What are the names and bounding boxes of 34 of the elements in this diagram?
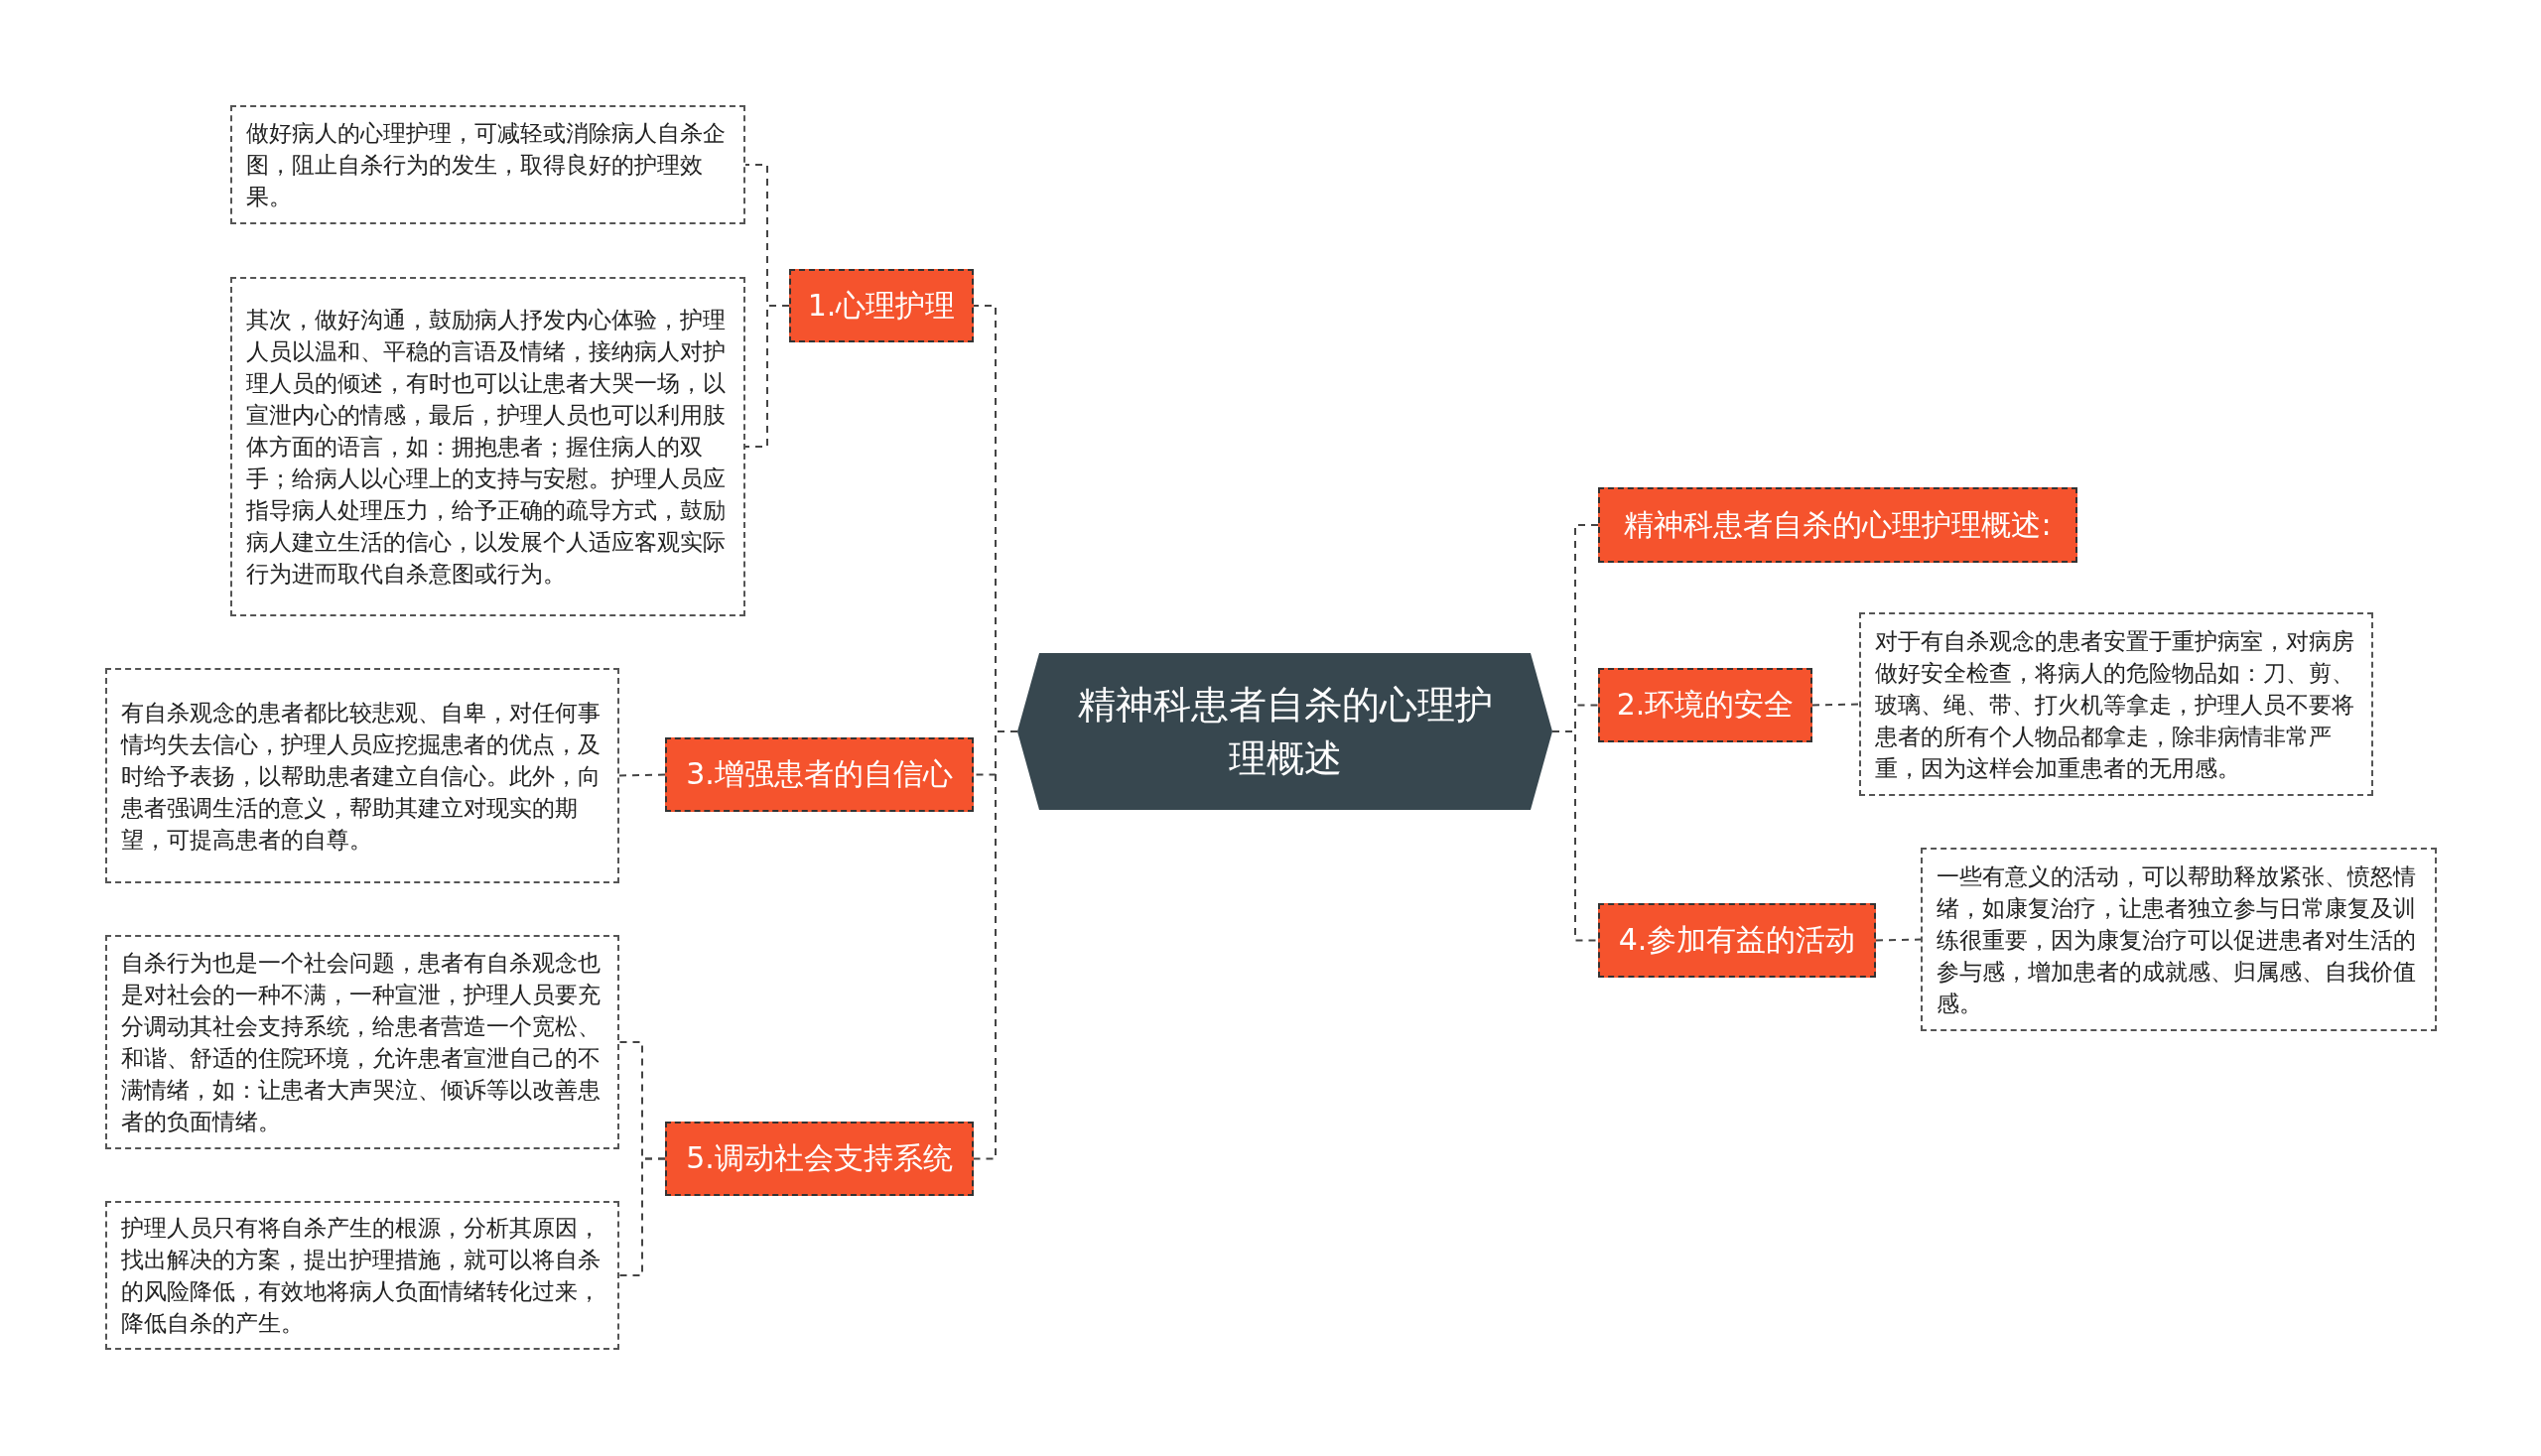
connector-line (744, 305, 790, 448)
note-box (105, 935, 619, 1149)
note-text: 对于有自杀观念的患者安置于重护病室，对病房做好安全检查，将病人的危险物品如：刀、剪、玻璃、绳、带、打火机等拿走，护理人员不要将患者的所有个人物品都拿走，除非病情非常严重，因为这样会加重患者的无用感。 (1875, 626, 2355, 783)
connector-line (618, 773, 666, 777)
connector-line (1811, 703, 1860, 707)
topic-label: 精神科患者自杀的心理护理概述: (1624, 505, 2052, 544)
topic-label: 2.环境的安全 (1616, 686, 1795, 724)
topic-box (1598, 668, 1812, 742)
topic-box (1598, 487, 2077, 563)
topic-box (1598, 903, 1876, 978)
topic-label: 3.增强患者的自信心 (686, 755, 953, 793)
note-box (230, 277, 745, 616)
topic-box (665, 1122, 974, 1196)
note-text: 一些有意义的活动，可以帮助释放紧张、愤怒情绪，如康复治疗，让患者独立参与日常康复及训练很重要，因为康复治疗可以促进患者对生活的参与感，增加患者的成就感、归属感、自我价值感。 (1937, 861, 2417, 1018)
note-text: 自杀行为也是一个社会问题，患者有自杀观念也是对社会的一种不满，一种宣泄，护理人员要充分调动其社会支持系统，给患者营造一个宽松、和谐、舒适的住院环境，允许患者宣泄自己的不满情绪，如：让患者大声哭泣、倾诉等以改善患者的负面情绪。 (121, 949, 602, 1136)
note-box (105, 1201, 619, 1350)
connector-line (618, 1157, 666, 1276)
central-topic-label: 精神科患者自杀的心理护理概述 (1076, 682, 1494, 782)
note-text: 护理人员只有将自杀产生的根源，分析其原因，找出解决的方案，提出护理措施，就可以将自杀的风险降低，有效地将病人负面情绪转化过来，降低自杀的产生。 (121, 1214, 602, 1338)
central-topic-hexagon (1017, 653, 1552, 810)
topic-label: 5.调动社会支持系统 (686, 1139, 953, 1177)
connector-line (1551, 730, 1599, 942)
note-box (230, 105, 745, 224)
topic-label: 4.参加有益的活动 (1618, 921, 1856, 959)
note-box (1921, 848, 2437, 1031)
note-text: 做好病人的心理护理，可减轻或消除病人自杀企图，阻止自杀行为的发生，取得良好的护理效果。 (246, 119, 727, 211)
connector-line (1875, 938, 1922, 942)
topic-box (665, 737, 974, 812)
note-box (1859, 612, 2373, 796)
note-text: 其次，做好沟通，鼓励病人抒发内心体验，护理人员以温和、平稳的言语及情绪，接纳病人对护理人员的倾述，有时也可以让患者大哭一场，以宣泄内心的情感，最后，护理人员也可以利用肢体方面的语言，如：拥抱患者；握住病人的双手；给病人以心理上的支持与安慰。护理人员应指导病人处理压力，给予正确的疏导方式，鼓励病人建立生活的信心，以发展个人适应客观实际行为进而取代自杀意图或行为。 (246, 306, 727, 589)
note-box (105, 668, 619, 883)
topic-box (789, 269, 974, 342)
note-text: 有自杀观念的患者都比较悲观、自卑，对任何事情均失去信心，护理人员应挖掘患者的优点，及时给予表扬，以帮助患者建立自信心。此外，向患者强调生活的意义，帮助其建立对现实的期望，可提高患者的自尊。 (121, 698, 602, 855)
topic-label: 1.心理护理 (807, 286, 956, 325)
